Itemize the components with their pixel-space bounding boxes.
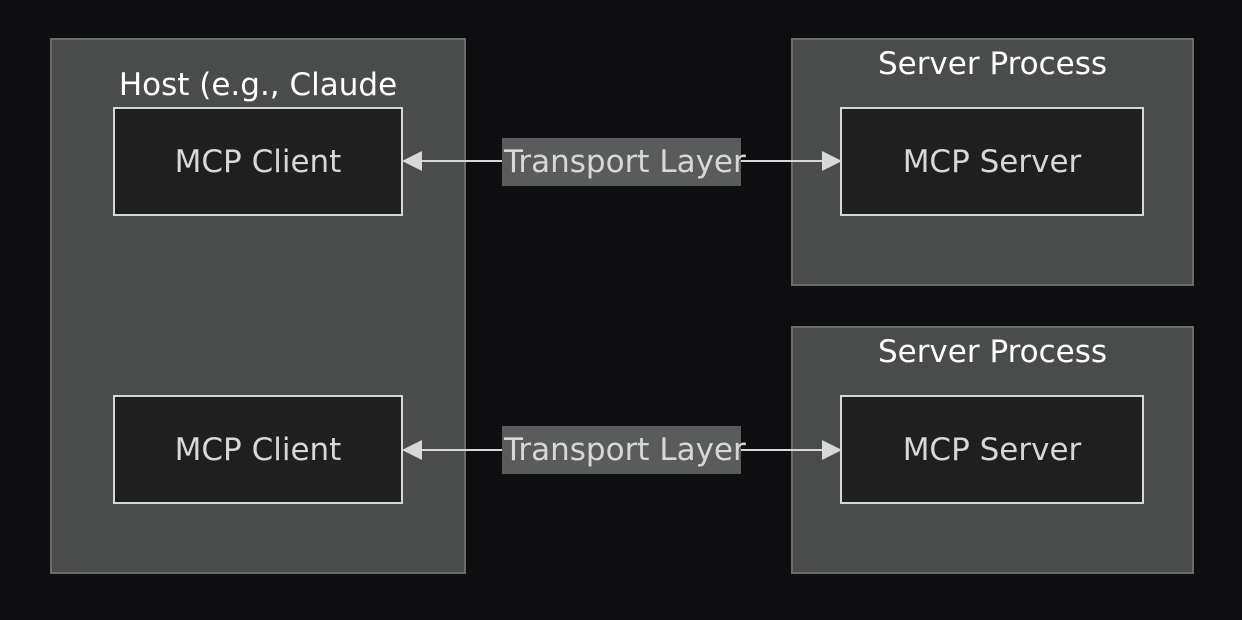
mcp-client-label-1: MCP Client xyxy=(174,143,342,180)
server-process-title-2: Server Process xyxy=(877,334,1108,370)
transport-layer-label-2: Transport Layer xyxy=(502,426,746,474)
mcp-client-label-2: MCP Client xyxy=(174,431,342,468)
mcp-server-node-1: MCP Server xyxy=(840,107,1144,216)
mcp-server-label-1: MCP Server xyxy=(902,143,1082,180)
mcp-server-label-2: MCP Server xyxy=(902,431,1082,468)
mcp-client-node-2: MCP Client xyxy=(113,395,403,504)
server-process-title-1: Server Process xyxy=(877,46,1108,82)
transport-layer-label-1: Transport Layer xyxy=(502,138,746,186)
mcp-server-node-2: MCP Server xyxy=(840,395,1144,504)
